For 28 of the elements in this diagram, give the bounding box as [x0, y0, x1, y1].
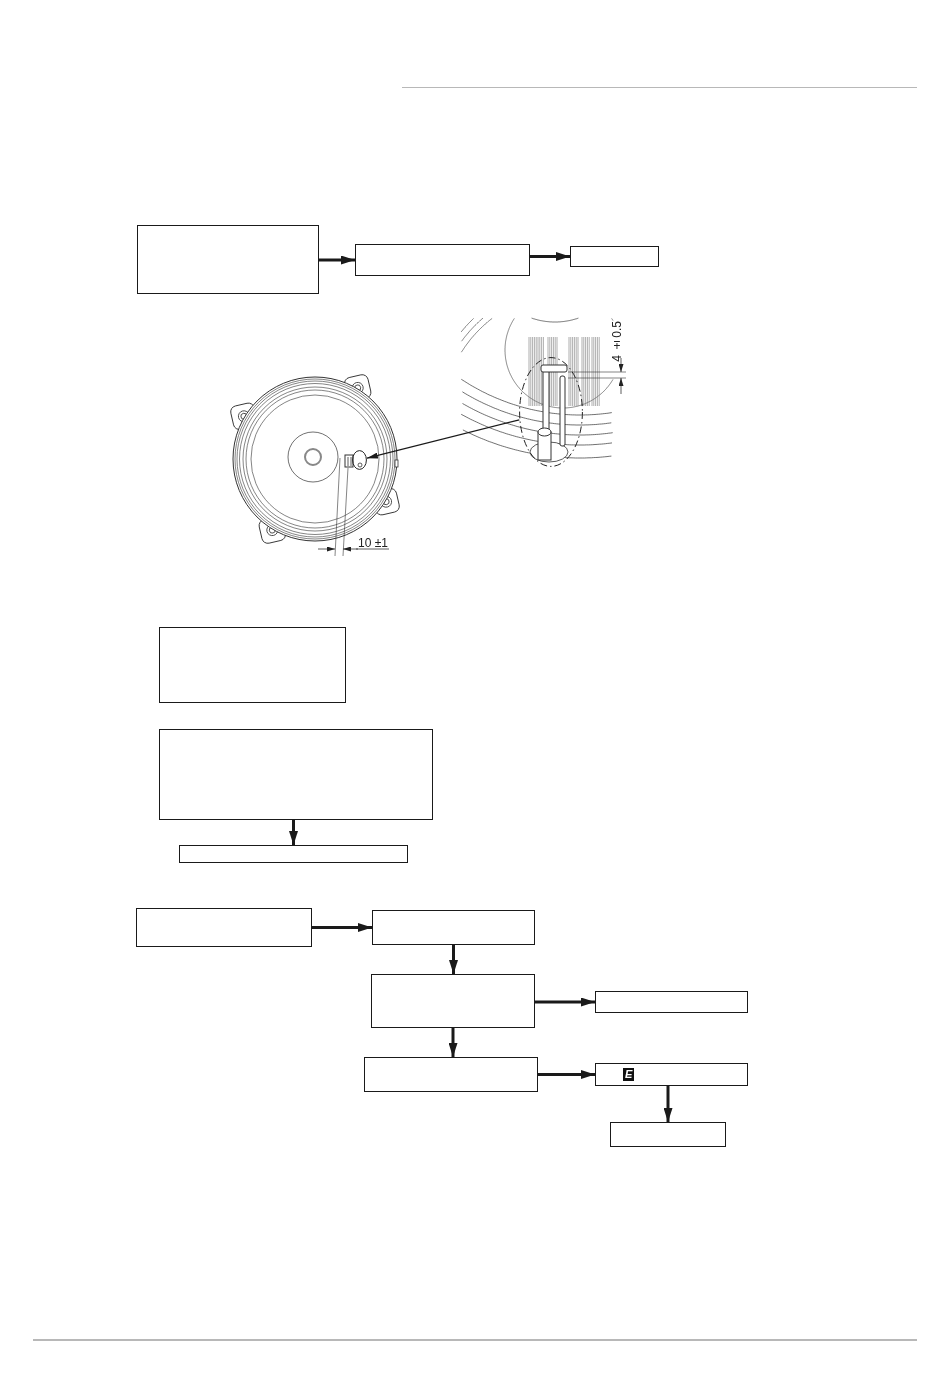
process-box: [570, 246, 659, 267]
arrow: [366, 419, 520, 459]
arrow: [663, 1086, 673, 1122]
arrow: [289, 820, 298, 845]
arrow: [538, 1070, 595, 1079]
process-box: [595, 1063, 748, 1086]
process-box: [179, 845, 408, 863]
error-code: E: [623, 1068, 635, 1081]
process-box: [159, 729, 433, 820]
callout-circle: [352, 450, 367, 470]
process-box: [159, 627, 346, 703]
arrow: [319, 255, 355, 265]
process-box: [137, 225, 319, 294]
arrow: [449, 945, 458, 974]
dimension-label: 10 ±1: [358, 537, 388, 549]
detail-ellipse: [519, 357, 583, 467]
process-box: [364, 1057, 538, 1092]
arrow: [448, 1028, 458, 1057]
process-box: [136, 908, 312, 947]
arrow: [530, 252, 570, 261]
process-box: [372, 910, 535, 945]
process-box: [595, 991, 748, 1013]
process-box: [610, 1122, 726, 1147]
process-box: [355, 244, 530, 276]
dimension-label: 4 ±0.5: [611, 321, 623, 362]
process-box: [371, 974, 535, 1028]
arrow: [312, 923, 372, 932]
arrow: [535, 997, 595, 1007]
